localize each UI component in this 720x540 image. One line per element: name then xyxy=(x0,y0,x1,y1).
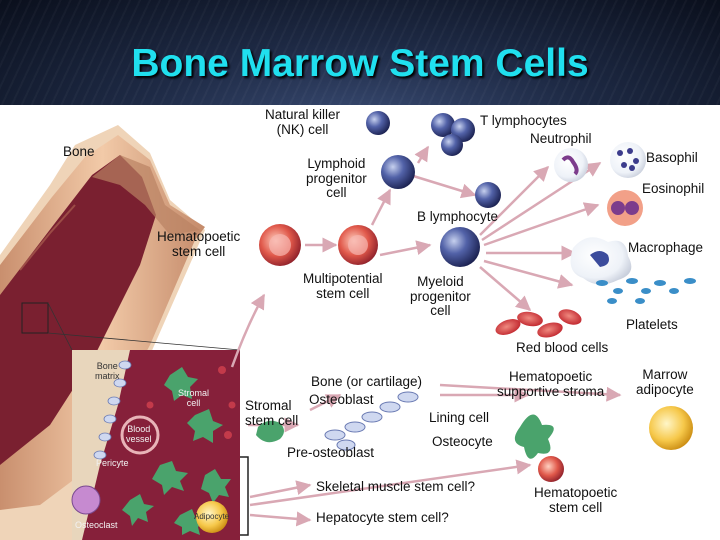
b-lymphocyte xyxy=(475,182,501,208)
label-myeloid-progenitor: Myeloid progenitor cell xyxy=(410,274,471,319)
inset-label-adipocyte: Adipocyte xyxy=(194,512,230,521)
inset-label-osteoclast: Osteoclast xyxy=(75,520,118,530)
label-stromal-stem-cell: Stromal stem cell xyxy=(245,398,299,428)
diagram-art xyxy=(0,111,696,540)
label-skeletal-muscle-stem-cell: Skeletal muscle stem cell? xyxy=(316,479,476,494)
osteoblast-chain xyxy=(324,391,419,451)
label-macrophage: Macrophage xyxy=(628,240,704,255)
inset-label-blood-vessel: Blood vessel xyxy=(126,424,152,444)
bracket xyxy=(240,456,249,536)
supportive-stroma-cell xyxy=(514,414,554,459)
nk-cell xyxy=(366,111,390,135)
label-lymphoid-progenitor: Lymphoid progenitor cell xyxy=(306,156,367,201)
cells xyxy=(256,111,696,482)
myeloid-progenitor-cell xyxy=(440,227,480,267)
label-hematopoetic-supportive-stroma: Hematopoetic supportive stroma xyxy=(497,369,605,399)
inset-label-pericyte: Pericyte xyxy=(96,458,129,468)
label-b-lymphocyte: B lymphocyte xyxy=(417,209,499,224)
label-neutrophil: Neutrophil xyxy=(530,131,592,146)
label-lining-cell: Lining cell xyxy=(429,410,490,425)
platelets xyxy=(596,278,696,304)
hematopoetic-stem-cell-2 xyxy=(538,456,564,482)
label-bone-or-cartilage: Bone (or cartilage) xyxy=(311,374,423,389)
inset-label-bone-matrix: Bone matrix xyxy=(95,361,120,381)
label-multipotential-stem-cell: Multipotential stem cell xyxy=(303,271,383,301)
inset-label-stromal-cell: Stromal cell xyxy=(178,388,210,408)
neutrophil xyxy=(554,148,588,182)
label-pre-osteoblast: Pre-osteoblast xyxy=(287,445,375,460)
label-eosinophil: Eosinophil xyxy=(642,181,705,196)
label-platelets: Platelets xyxy=(626,317,678,332)
t-lymphocyte xyxy=(431,113,455,137)
label-hepatocyte-stem-cell: Hepatocyte stem cell? xyxy=(316,510,449,525)
bone-illustration xyxy=(0,125,205,540)
illustration: Bone Natural killer (NK) cell T lymphocy… xyxy=(0,105,720,540)
lymphoid-progenitor-cell xyxy=(381,155,415,189)
red-blood-cells xyxy=(495,309,582,338)
label-nk-cell: Natural killer (NK) cell xyxy=(265,107,341,137)
label-t-lymphocytes: T lymphocytes xyxy=(480,113,567,128)
basophil xyxy=(610,142,646,178)
label-hematopoetic-stem-cell: Hematopoetic stem cell xyxy=(157,229,241,259)
zoom-box xyxy=(21,302,49,334)
label-marrow-adipocyte: Marrow adipocyte xyxy=(636,367,694,397)
label-bone: Bone xyxy=(63,144,95,159)
label-osteocyte: Osteocyte xyxy=(432,434,493,449)
title-bar xyxy=(0,0,720,105)
slide-title: Bone Marrow Stem Cells xyxy=(131,42,589,85)
label-hematopoetic-stem-cell-2: Hematopoetic stem cell xyxy=(534,485,618,515)
stromal-stem-cell xyxy=(256,420,284,443)
label-osteoblast: Osteoblast xyxy=(309,392,374,407)
inset-panel xyxy=(71,350,240,540)
marrow-adipocyte xyxy=(649,406,693,450)
label-basophil: Basophil xyxy=(646,150,698,165)
label-red-blood-cells: Red blood cells xyxy=(516,340,609,355)
